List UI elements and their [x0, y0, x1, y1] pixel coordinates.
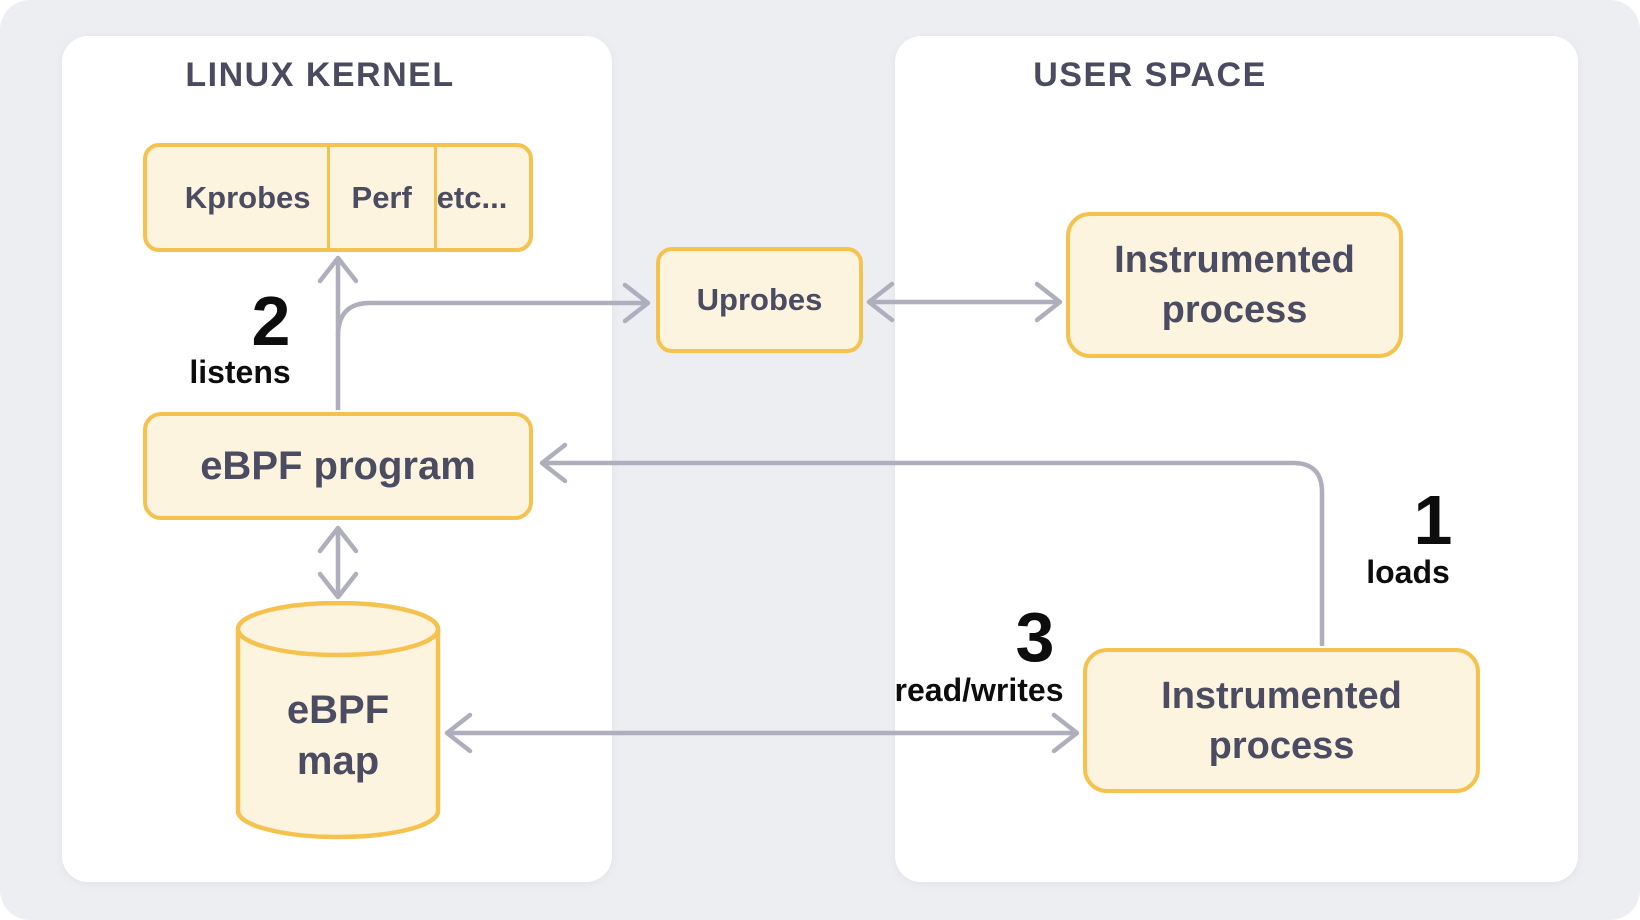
ebpf-map-label-line1: eBPF	[286, 688, 390, 732]
step-1-number: 1	[1413, 481, 1453, 559]
kprobes-label: Kprobes	[184, 179, 311, 215]
arrow-to-uprobes-line	[335, 282, 651, 337]
probe-cell-kprobes: Kprobes	[169, 147, 327, 248]
arrow-loads-line	[539, 442, 1325, 646]
ebpf-program-label: eBPF program	[200, 443, 476, 488]
ebpf-map-node: eBPF map	[235, 601, 441, 841]
ebpf-map-label: eBPF map	[235, 601, 441, 841]
step-2-number: 2	[251, 282, 291, 360]
step-3-label: read/writes	[894, 672, 1064, 708]
panel-title-linux-kernel: LINUX KERNEL	[185, 56, 455, 94]
ebpf-map-label-line2: map	[296, 739, 380, 783]
step-2-label: listens	[189, 354, 291, 390]
step-1-label: loads	[1366, 554, 1450, 590]
instrumented-top-line1: Instrumented	[1114, 239, 1355, 281]
perf-label: Perf	[351, 179, 412, 215]
instrumented-top-line2: process	[1161, 289, 1308, 331]
instrumented-process-top-box: Instrumented process	[1066, 212, 1403, 358]
panel-title-user-space: USER SPACE	[1033, 56, 1267, 94]
kernel-hooks-box: Kprobes Perf etc...	[143, 143, 533, 252]
instrumented-bottom-line1: Instrumented	[1161, 674, 1402, 717]
etc-label: etc...	[436, 179, 508, 215]
database-cylinder-icon	[235, 601, 441, 840]
uprobes-box: Uprobes	[656, 247, 863, 353]
uprobes-label: Uprobes	[696, 282, 823, 317]
instrumented-bottom-line2: process	[1208, 724, 1355, 767]
instrumented-process-bottom-box: Instrumented process	[1083, 648, 1480, 793]
probe-cell-perf: Perf	[326, 147, 434, 248]
probe-cell-etc: etc...	[433, 147, 508, 248]
ebpf-program-box: eBPF program	[143, 412, 533, 520]
step-3-number: 3	[1015, 598, 1055, 676]
